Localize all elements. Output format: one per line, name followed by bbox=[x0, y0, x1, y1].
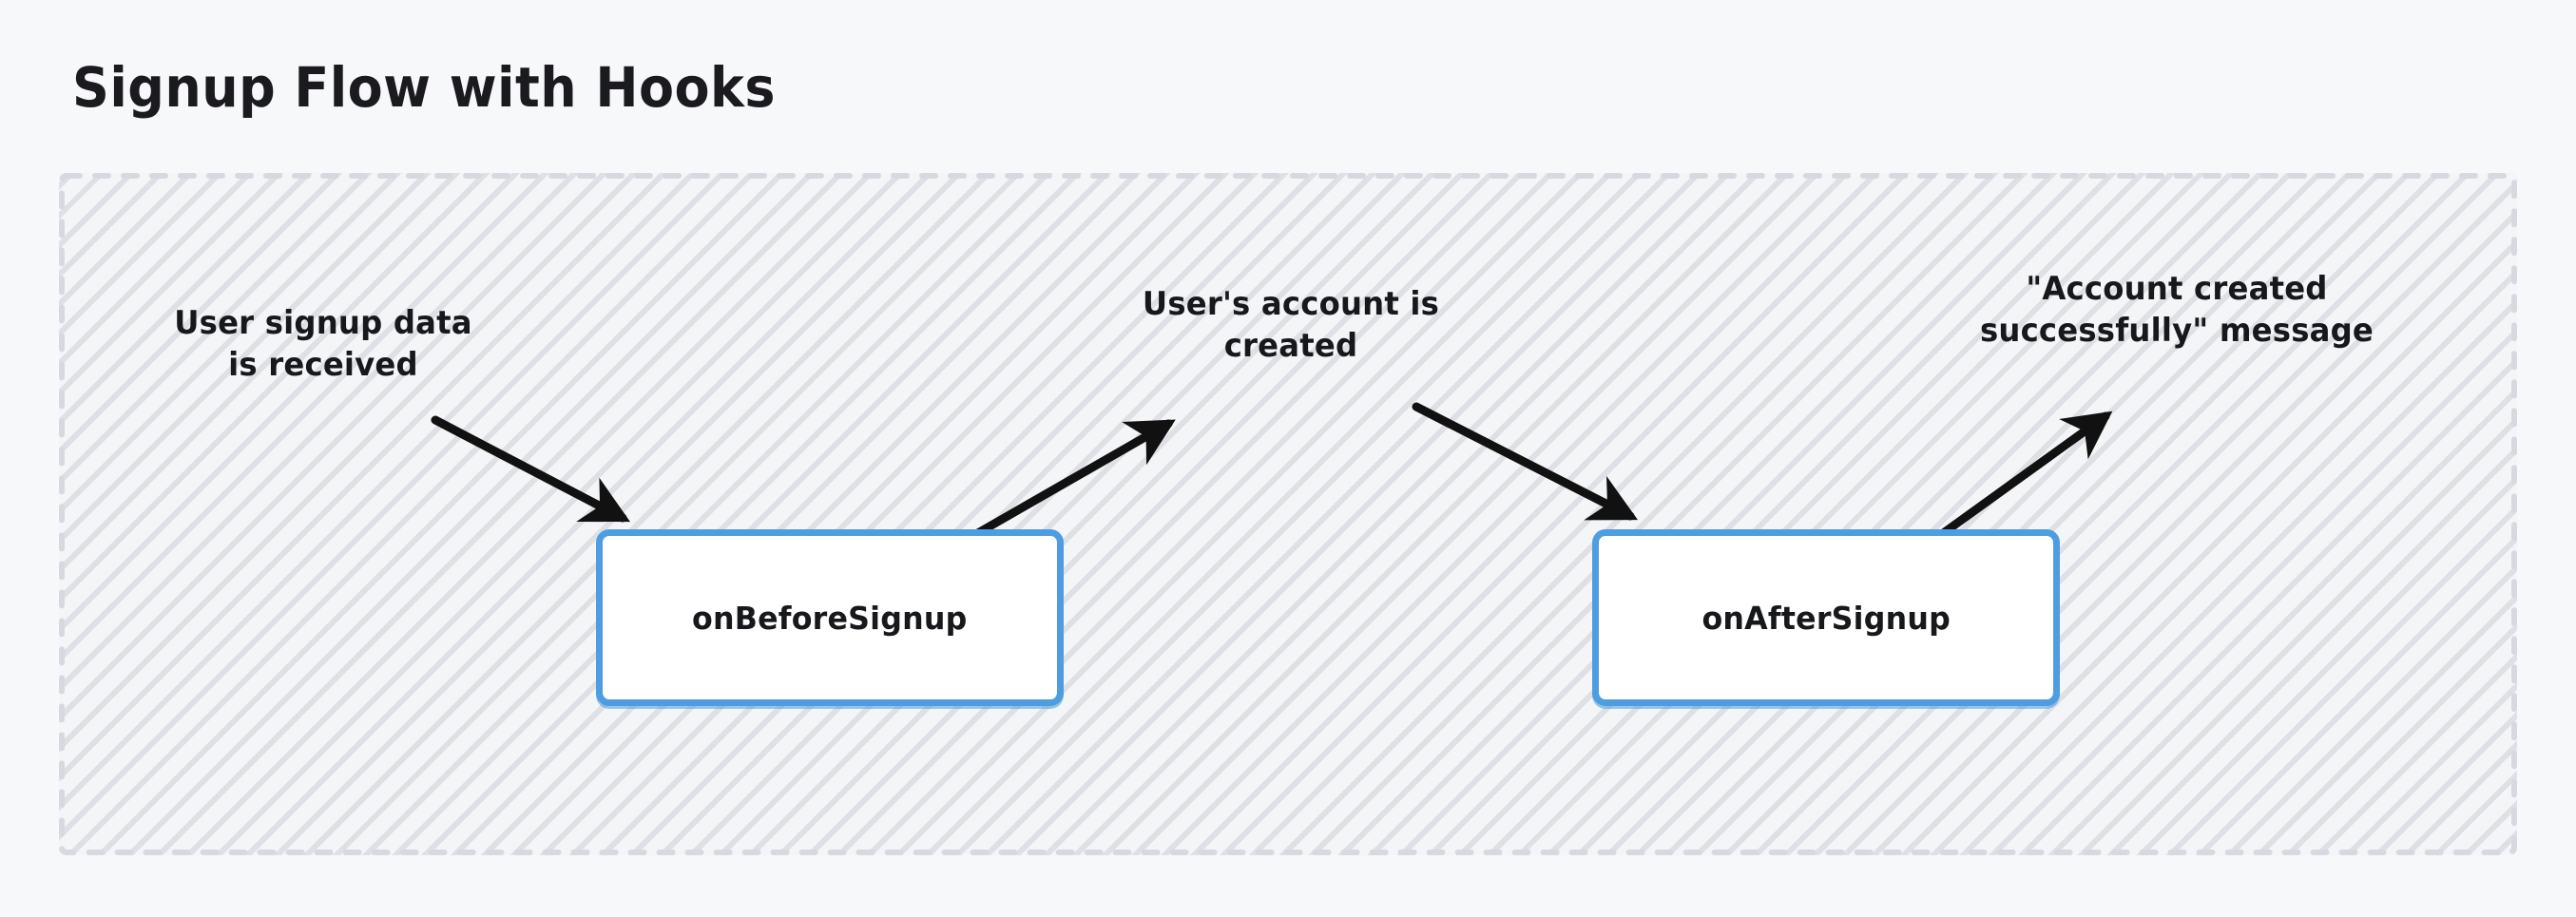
edge-label-signup-data-received: User signup data is received bbox=[174, 304, 472, 385]
edge-label-account-created-message: "Account created successfully" message bbox=[1979, 270, 2374, 351]
node-on-after-signup-label: onAfterSignup bbox=[1701, 599, 1951, 637]
node-on-before-signup[interactable]: onBeforeSignup bbox=[596, 529, 1064, 706]
edge-label-account-created: User's account is created bbox=[1142, 285, 1440, 366]
node-on-before-signup-label: onBeforeSignup bbox=[692, 599, 968, 637]
page-title: Signup Flow with Hooks bbox=[72, 55, 776, 120]
node-on-after-signup[interactable]: onAfterSignup bbox=[1592, 529, 2060, 706]
